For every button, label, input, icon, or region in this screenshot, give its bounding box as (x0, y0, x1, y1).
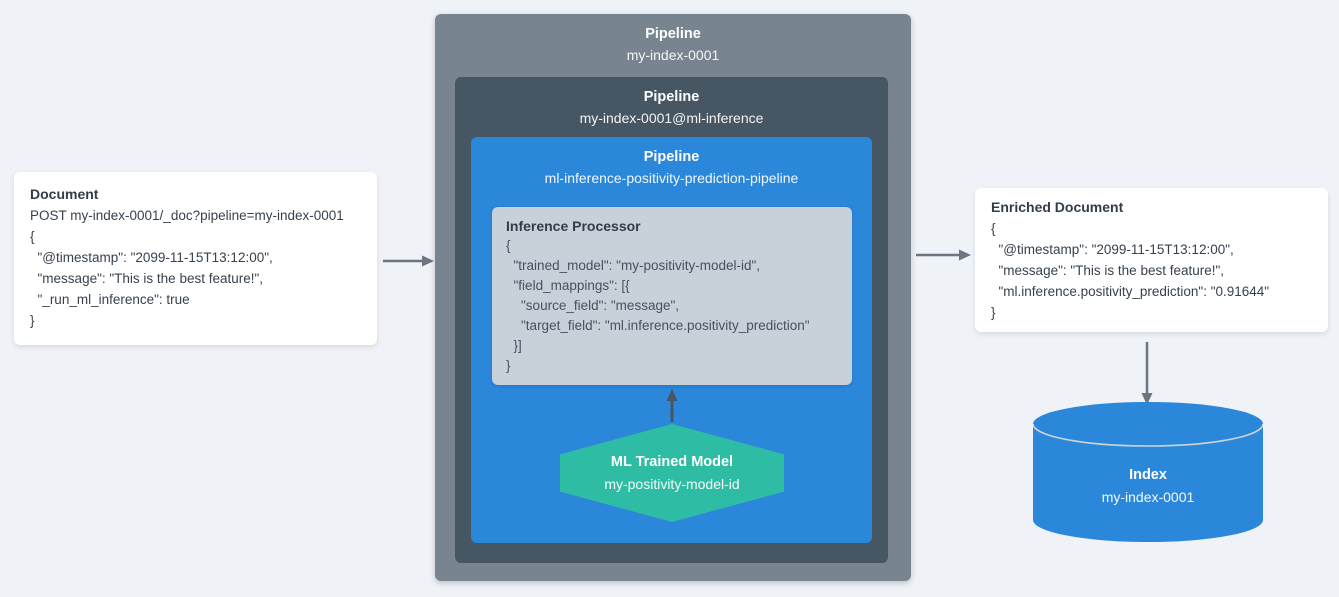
enriched-document-title: Enriched Document (991, 199, 1124, 215)
pipeline-ml-inference-name: my-index-0001@ml-inference (579, 110, 764, 126)
arrow-enriched-document-to-index (1141, 342, 1153, 405)
inference-processor-code: { "trained_model": "my-positivity-model-… (506, 238, 810, 373)
pipeline-outer-header: Pipeline my-index-0001 (435, 24, 911, 66)
ml-model-title: ML Trained Model (610, 454, 734, 470)
arrow-pipeline-to-enriched-document (916, 249, 971, 261)
pipeline-outer-box: Pipeline my-index-0001 Pipeline my-index… (435, 14, 911, 581)
arrow-model-to-processor (666, 389, 678, 422)
pipeline-ml-inference-header: Pipeline my-index-0001@ml-inference (455, 87, 888, 129)
arrow-document-to-pipeline (383, 255, 434, 267)
ml-model-name: my-positivity-model-id (604, 476, 740, 492)
ml-trained-model-hexagon: ML Trained Model my-positivity-model-id (560, 424, 784, 522)
document-title: Document (30, 186, 99, 202)
cylinder-shape (1032, 402, 1264, 542)
document-code: POST my-index-0001/_doc?pipeline=my-inde… (30, 208, 344, 328)
pipeline-outer-name: my-index-0001 (626, 47, 720, 63)
pipeline-prediction-box: Pipeline ml-inference-positivity-predict… (471, 137, 872, 543)
index-name: my-index-0001 (1101, 489, 1195, 505)
index-title: Index (1129, 467, 1167, 483)
pipeline-prediction-title: Pipeline (643, 149, 700, 165)
inference-processor-title: Inference Processor (506, 218, 641, 234)
enriched-document-card: Enriched Document { "@timestamp": "2099-… (975, 188, 1328, 332)
pipeline-ml-inference-box: Pipeline my-index-0001@ml-inference Pipe… (455, 77, 888, 563)
enriched-document-code: { "@timestamp": "2099-11-15T13:12:00", "… (991, 221, 1270, 320)
index-cylinder: Index my-index-0001 (1032, 402, 1264, 544)
document-card: Document POST my-index-0001/_doc?pipelin… (14, 172, 377, 345)
pipeline-prediction-header: Pipeline ml-inference-positivity-predict… (471, 147, 872, 189)
pipeline-prediction-name: ml-inference-positivity-prediction-pipel… (544, 170, 799, 186)
pipeline-ml-inference-title: Pipeline (643, 89, 700, 105)
pipeline-outer-title: Pipeline (645, 26, 701, 42)
index-label: Index my-index-0001 (1033, 464, 1263, 508)
inference-processor-card: Inference Processor { "trained_model": "… (492, 207, 852, 385)
